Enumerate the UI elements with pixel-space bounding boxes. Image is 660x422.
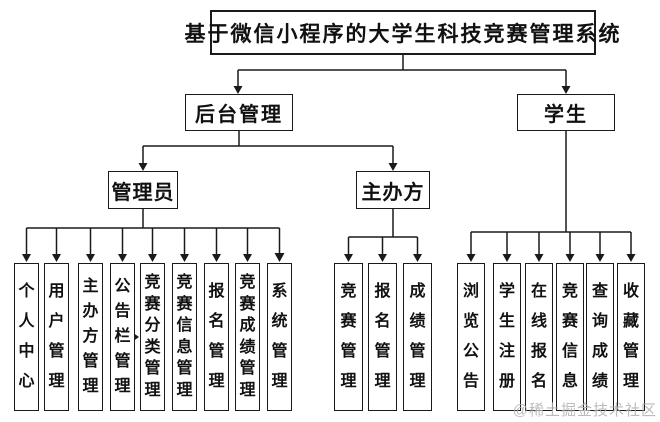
- node-organizer: 主办方: [356, 171, 430, 209]
- node-favorites-management: 收藏管理: [617, 263, 645, 411]
- node-title: 基于微信小程序的大学生科技竞赛管理系统: [185, 10, 620, 55]
- node-student: 学生: [517, 94, 615, 131]
- node-competition-info: 竞赛信息: [556, 263, 584, 411]
- node-org-registration-management: 报名管理: [368, 263, 397, 411]
- node-competition-score-management: 竞赛成绩管理: [235, 263, 260, 411]
- node-org-score-management: 成绩管理: [403, 263, 432, 411]
- node-bulletin-management: 公告栏管理: [110, 263, 135, 411]
- node-score-query: 查询成绩: [586, 263, 614, 411]
- node-browse-announcements: 浏览公告: [457, 263, 485, 411]
- node-student-register: 学生注册: [493, 263, 521, 411]
- node-registration-management: 报名管理: [204, 263, 229, 411]
- node-user-management: 用户管理: [44, 263, 69, 411]
- node-org-competition-management: 竞赛管理: [334, 263, 363, 411]
- node-competition-category-management: 竞赛分类管理: [140, 263, 165, 411]
- node-personal-center: 个人中心: [14, 263, 39, 411]
- node-admin: 管理员: [108, 171, 178, 209]
- node-online-registration: 在线报名: [525, 263, 553, 411]
- node-competition-info-management: 竞赛信息管理: [172, 263, 197, 411]
- node-system-management: 系统管理: [267, 263, 292, 411]
- arrowhead-icons: [22, 86, 636, 342]
- node-backend-management: 后台管理: [185, 94, 293, 131]
- node-organizer-management: 主办方管理: [78, 263, 103, 411]
